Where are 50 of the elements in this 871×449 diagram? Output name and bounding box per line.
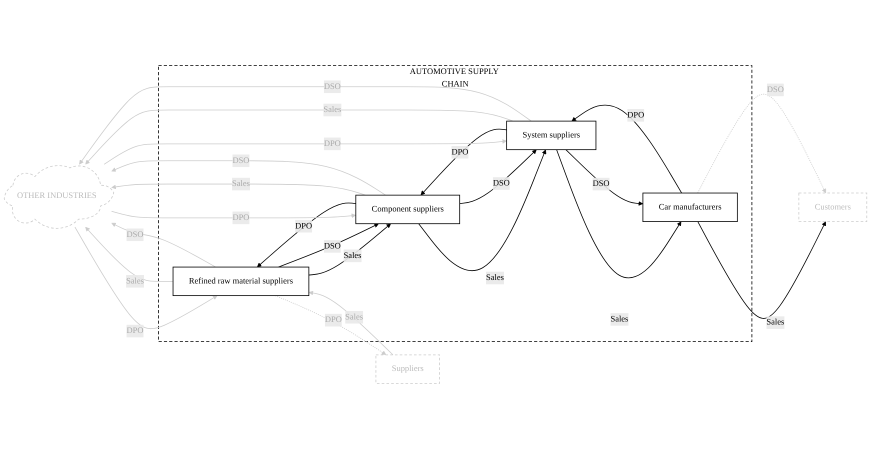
- arrow: [459, 149, 537, 204]
- edge-label: Sales: [766, 318, 784, 327]
- edge-label: Sales: [126, 276, 144, 286]
- edge-label: DSO: [324, 82, 341, 91]
- arrow: [111, 210, 356, 218]
- arrow: [85, 110, 514, 165]
- arrow: [256, 202, 356, 268]
- edge-label: DPO: [324, 139, 341, 148]
- arrow: [566, 149, 644, 206]
- edge-label: Sales: [610, 314, 628, 324]
- edge-label: Sales: [344, 251, 362, 260]
- edge-label: DPO: [295, 221, 312, 230]
- edge-label: DSO: [766, 85, 784, 94]
- arrow: [556, 149, 682, 278]
- edge-label: DPO: [126, 326, 144, 336]
- edge-label: DSO: [126, 230, 144, 240]
- edge-label: DPO: [324, 315, 342, 324]
- arrow: [104, 139, 507, 165]
- arrow: [274, 295, 386, 356]
- arrow: [418, 149, 546, 272]
- arrow: [85, 226, 174, 282]
- arrow: [111, 222, 216, 268]
- arrow: [308, 290, 394, 356]
- edge-label: Sales: [345, 312, 364, 322]
- arrow: [79, 86, 532, 165]
- node-box: Customers: [798, 192, 868, 222]
- edge-label: DPO: [232, 213, 250, 222]
- arrow: [697, 94, 826, 194]
- edge-label: DSO: [492, 178, 510, 188]
- edge-label: Sales: [323, 105, 342, 114]
- arrow: [308, 224, 391, 276]
- arrow: [278, 223, 379, 268]
- arrow: [420, 128, 508, 196]
- node-box: Refined raw material suppliers: [172, 266, 310, 296]
- edge-label: Sales: [232, 179, 250, 188]
- arrow: [74, 226, 218, 330]
- arrow: [111, 184, 366, 196]
- edge-label: DSO: [232, 156, 250, 166]
- arrow: [572, 104, 682, 194]
- node-box: System suppliers: [506, 120, 596, 150]
- arrow: [697, 221, 826, 319]
- arrow: [111, 160, 386, 196]
- edge-label: DSO: [324, 242, 341, 251]
- edge-label: Sales: [486, 273, 504, 282]
- node-box: Car manufacturers: [642, 192, 738, 222]
- node-box: Component suppliers: [355, 194, 460, 224]
- node-box: Suppliers: [376, 354, 440, 384]
- edge-label: DPO: [451, 148, 468, 157]
- edge-label: DPO: [627, 110, 644, 120]
- edge-label: DSO: [592, 179, 610, 188]
